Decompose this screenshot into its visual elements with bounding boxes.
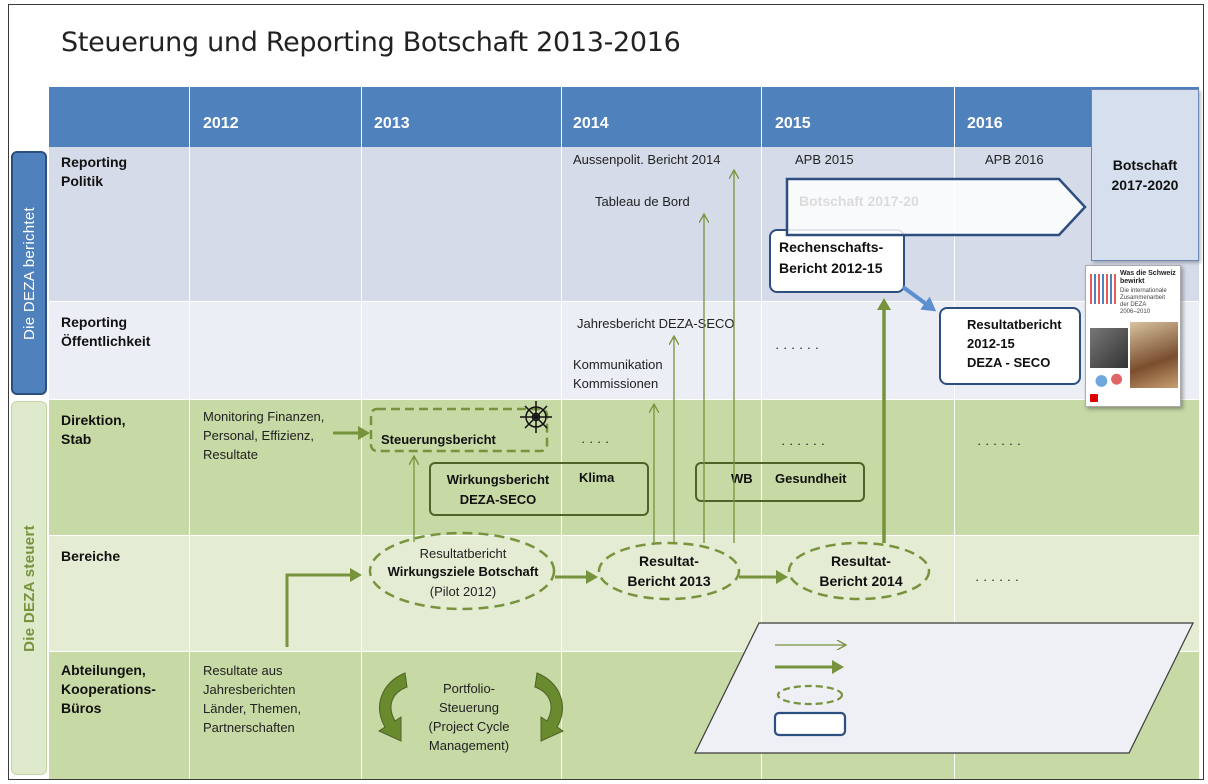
row-label-abteilungen: Abteilungen, Kooperations- Büros <box>61 662 156 716</box>
year-2014: 2014 <box>573 115 609 132</box>
row-label-reporting-oeffentlichkeit: Reporting Öffentlichkeit <box>61 314 151 349</box>
brochure-map <box>1090 372 1128 390</box>
resultatbericht-2014-label: Resultat- Bericht 2014 <box>819 553 903 589</box>
klima-label: Klima <box>579 470 615 485</box>
year-2016: 2016 <box>967 115 1003 132</box>
steuerungsbericht-label: Steuerungsbericht <box>381 432 496 447</box>
swiss-flag-icon <box>1090 394 1098 402</box>
wb-label: WB <box>731 471 753 486</box>
row-label-reporting-politik: Reporting Politik <box>61 154 128 189</box>
brochure-photo-2 <box>1130 322 1178 388</box>
row-sep <box>49 399 1199 400</box>
dots-direktion-2015: · · · · · · <box>781 436 826 451</box>
year-2013: 2013 <box>374 115 410 132</box>
text-kommunikation: Kommunikation Kommissionen <box>573 357 663 391</box>
wirkungsbericht-box <box>429 462 649 516</box>
side-tab-steuert: Die DEZA steuert <box>11 401 47 775</box>
text-resultate: Resultate aus Jahresberichten Länder, Th… <box>203 663 302 735</box>
year-2012: 2012 <box>203 115 239 132</box>
row-label-direktion: Direktion, Stab <box>61 412 126 447</box>
gesundheit-label: Gesundheit <box>775 471 847 486</box>
brochure-cover-image: Was die Schweiz bewirkt Die internationa… <box>1085 265 1181 407</box>
resultatbericht-2012-15-label: Resultatbericht 2012-15 DEZA - SECO <box>967 317 1062 370</box>
botschaft-2017-2020-label: Botschaft 2017-2020 <box>1111 157 1179 193</box>
legend-hauptquelle-label: Hauptquelle für .. <box>869 662 969 677</box>
brochure-photo-1 <box>1090 328 1128 368</box>
side-label-berichtet: Die DEZA berichtet <box>20 206 38 340</box>
row-sep <box>49 535 1199 536</box>
rechenschaftsbericht-label: Rechenschafts- Bericht 2012-15 <box>779 239 884 276</box>
text-jahresbericht: Jahresbericht DEZA-SECO <box>577 316 735 331</box>
wirkungsziele-label: Wirkungsziele Botschaft <box>387 564 539 579</box>
text-monitoring: Monitoring Finanzen, Personal, Effizienz… <box>203 409 325 462</box>
resultatbericht-2013-label: Resultat- Bericht 2013 <box>627 553 711 589</box>
year-2015: 2015 <box>775 115 811 132</box>
side-tab-berichtet: Die DEZA berichtet <box>11 151 47 395</box>
page-title: Steuerung und Reporting Botschaft 2013-2… <box>61 27 681 58</box>
diagram-frame: Steuerung und Reporting Botschaft 2013-2… <box>8 4 1204 780</box>
text-apb-2016: APB 2016 <box>985 152 1044 167</box>
legend-publizierte-label: Publizierte Berichte <box>869 714 981 729</box>
header-row <box>49 87 1199 147</box>
text-aussenpolit-bericht: Aussenpolit. Bericht 2014 <box>573 152 721 167</box>
dots-direktion-2016: · · · · · · <box>977 436 1022 451</box>
side-label-steuert: Die DEZA steuert <box>20 524 38 652</box>
col-sep <box>761 87 762 779</box>
text-tableau-de-bord: Tableau de Bord <box>595 194 690 209</box>
row-sep <box>49 651 1199 652</box>
pilot-label: (Pilot 2012) <box>429 584 497 599</box>
row-label-bereiche: Bereiche <box>61 548 121 564</box>
row-direktion <box>49 399 1199 535</box>
col-sep <box>189 87 190 779</box>
botschaft-arrow-label: Botschaft 2017-20 <box>799 193 919 209</box>
row-sep <box>49 301 1199 302</box>
row-reporting-politik <box>49 147 1199 301</box>
dots-oeff-2015: · · · · · · <box>775 340 820 355</box>
resultatbericht-2012-15-box <box>939 307 1081 385</box>
col-sep <box>361 87 362 779</box>
col-sep <box>561 87 562 779</box>
dots-bereiche-2016: · · · · · · <box>975 572 1020 587</box>
legend-beitrag-label: Beitrag zu .. <box>869 640 939 655</box>
col-sep <box>954 87 955 779</box>
brochure-graphic <box>1090 274 1116 304</box>
wb-gesundheit-box <box>695 462 865 502</box>
text-portfolio-steuerung: Portfolio- Steuerung (Project Cycle Mana… <box>428 681 510 753</box>
legend-interne-label: Interne Berichte <box>869 692 961 707</box>
botschaft-2017-2020-box <box>1091 89 1199 261</box>
wirkungsbericht-label: Wirkungsbericht DEZA-SECO <box>446 472 550 507</box>
brochure-title: Was die Schweiz bewirkt <box>1120 270 1176 285</box>
text-apb-2015: APB 2015 <box>795 152 854 167</box>
dots-direktion-2014: · · · · <box>581 434 610 449</box>
resultatbericht-top-label: Resultatbericht <box>419 546 507 561</box>
brochure-subtitle: Die internationale Zusammenarbeit der DE… <box>1120 288 1167 315</box>
